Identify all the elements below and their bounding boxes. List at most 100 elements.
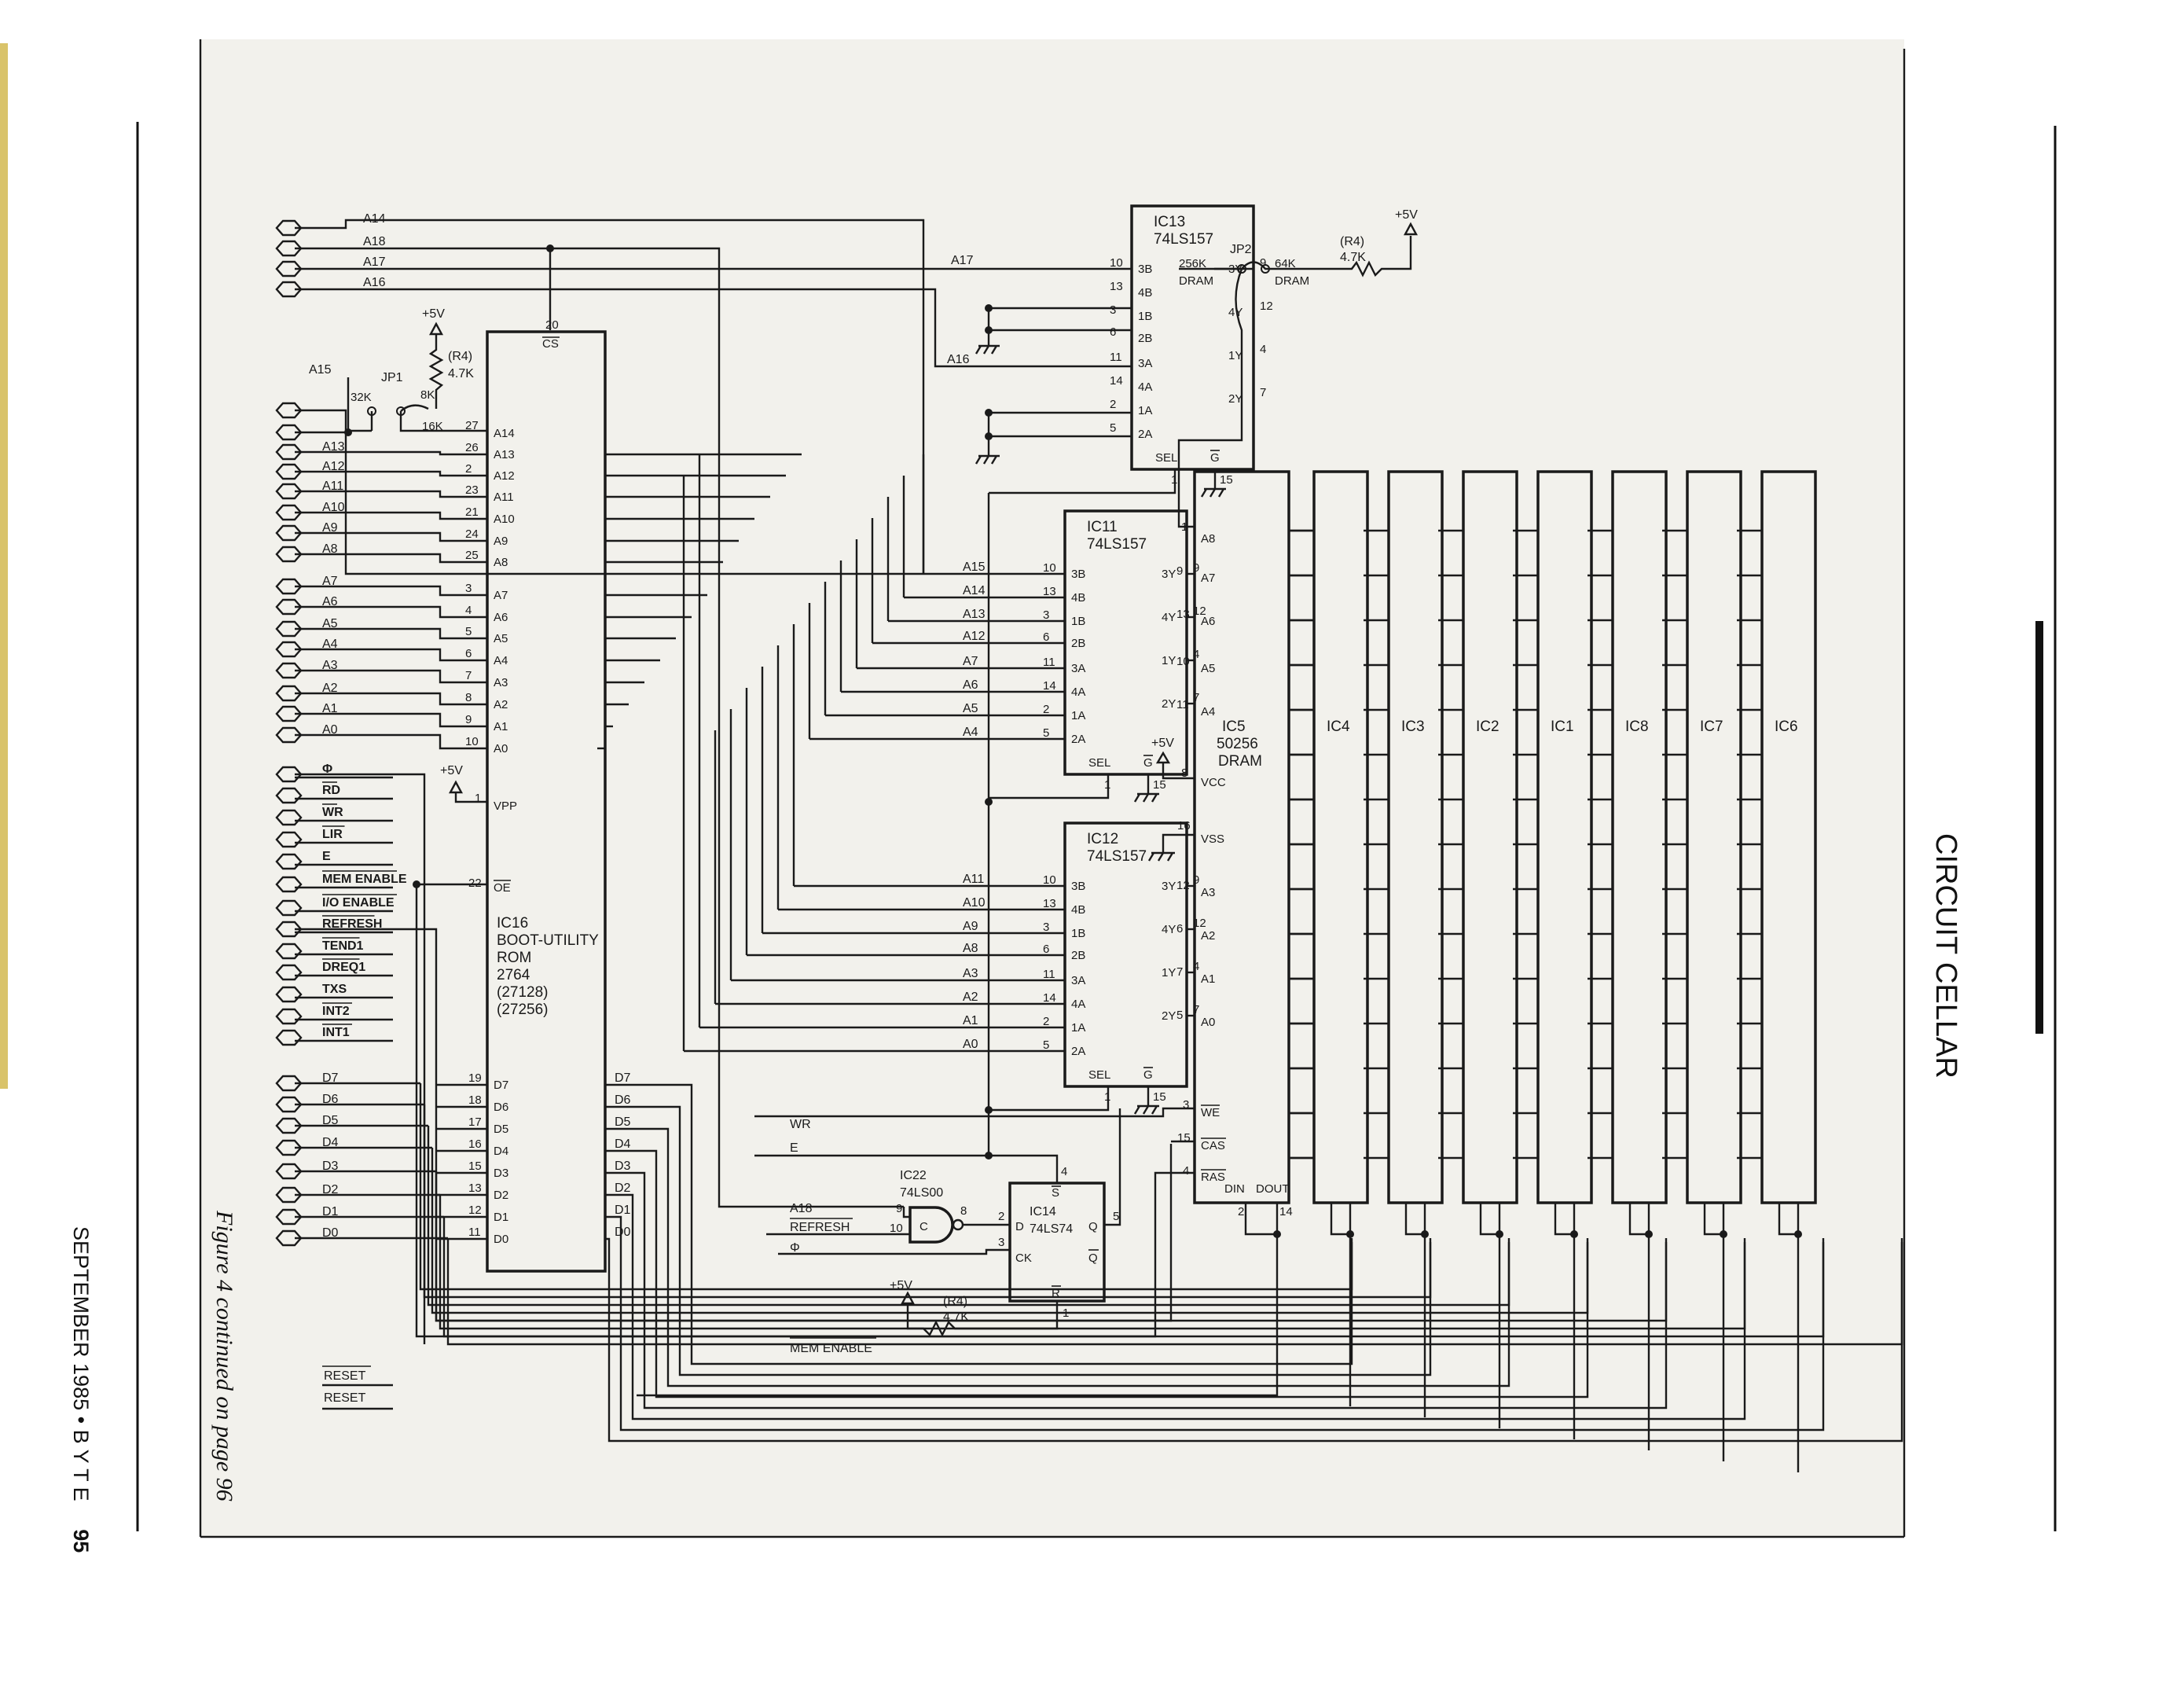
dram-label-IC1: IC1 [1551, 719, 1574, 735]
ic5-we: WE [1201, 1106, 1220, 1119]
ic14-d: D [1015, 1220, 1024, 1233]
ic13-part: 74LS157 [1154, 231, 1213, 248]
sel-node-1 [985, 798, 993, 806]
label-ctrl-0: Φ [322, 763, 332, 776]
ic11-in-1B: 1B [1071, 615, 1085, 628]
ic12-inpin-1: 13 [1043, 897, 1056, 910]
ic11-in-1A: 1A [1071, 709, 1085, 722]
ic12-dram-pin-0: 12 [1176, 879, 1190, 892]
dram-IC8-dio [1628, 1203, 1650, 1236]
wire-rom-A3 [295, 669, 487, 684]
ic11-inpin-3: 6 [1043, 630, 1049, 644]
ic13-in-2B: 2B [1138, 332, 1152, 345]
label-rom-A3: A3 [322, 659, 338, 672]
wire-rom-A1 [295, 712, 487, 728]
ic14-q-pin: 5 [1113, 1210, 1119, 1223]
wire-rom-A8 [295, 553, 487, 564]
label-rom-A8: A8 [322, 542, 338, 556]
ic11-out-2Y: 2Y [1162, 697, 1176, 711]
connector-addr-1 [275, 443, 303, 461]
ic22-out-pin: 8 [960, 1204, 967, 1218]
label-data-D3: D3 [322, 1160, 339, 1173]
dram-IC6-dio [1778, 1203, 1800, 1236]
label-e: E [790, 1141, 798, 1155]
ic13-in-a17: A17 [951, 254, 974, 267]
pin-rom-A8: 25 [465, 549, 479, 562]
ic13-tie-node-3 [985, 432, 993, 440]
ic5-a8-pin: 1 [1181, 520, 1187, 534]
ic11-inpin-2: 3 [1043, 608, 1049, 622]
jp1-16k: 16K [422, 420, 443, 433]
label-rom-A13: A13 [322, 440, 345, 454]
wire-mem-enable [415, 884, 1157, 1338]
pinname-rom-A13: A13 [494, 448, 515, 461]
figure-caption: Figure 4 continued on page 96 [211, 1211, 237, 1501]
wire-rom-dout-7 [605, 1237, 1903, 1443]
connector-data-2 [275, 1117, 303, 1134]
pinname-rom-A11: A11 [494, 491, 514, 504]
pin-rom-A13: 26 [465, 441, 479, 454]
ic13-name: IC13 [1154, 214, 1185, 230]
ic12-g: G [1143, 1068, 1153, 1082]
ic16-line-4: (27128) [497, 984, 549, 1001]
wire-ic5-data [637, 1234, 1279, 1397]
connector-ctrl-12 [275, 1029, 303, 1046]
ic11-inlabel-7: A4 [963, 726, 978, 739]
ic12-in-3B: 3B [1071, 880, 1085, 893]
ic11-dram-name-3: A4 [1201, 705, 1215, 719]
ic12-outpin-1: 12 [1193, 917, 1206, 930]
ic13-inpin-1: 13 [1110, 280, 1123, 293]
label-ctrl-11: INT2 [322, 1005, 350, 1018]
pin-rom-data-D1: 12 [468, 1204, 482, 1217]
r4-bottom-rail: +5V [890, 1279, 912, 1292]
ic14-r: R [1052, 1287, 1060, 1300]
multiplexers: IC1374LS1573B104B131B32B63A114A141A22A53… [682, 204, 1273, 1160]
ic5-a8: A8 [1201, 532, 1215, 546]
footer-line: SEPTEMBER 1985 • B Y T E 95 [68, 1226, 93, 1553]
pinname-rom-data-D4: D4 [494, 1145, 508, 1158]
ic5-dram: A8 1 IC5 50256 DRAM VCC 8 +5V VSS 16 WE … [637, 470, 1293, 1397]
label-data-D4: D4 [322, 1136, 339, 1149]
connector-ctrl-9 [275, 964, 303, 981]
wire-jp2 [1214, 236, 1412, 277]
wire-vpp [448, 780, 487, 803]
wire-rom-A6 [295, 605, 487, 619]
ic13-tie-node-0 [985, 304, 993, 312]
pin-rom-data-D2: 13 [468, 1182, 482, 1195]
ic13-inpin-0: 10 [1110, 256, 1123, 270]
ic13-g-gnd [1200, 469, 1226, 498]
ic5-dout-pin: 14 [1279, 1205, 1293, 1218]
jp2-r4-value: 4.7K [1340, 251, 1366, 264]
ic16-oe-pin: 22 [468, 877, 482, 890]
ic11-g-gnd [1133, 774, 1159, 803]
label-rom-A2: A2 [322, 682, 338, 695]
jp2-contact-b [1261, 264, 1270, 274]
wire-q [1104, 1108, 1121, 1226]
ic13-body [1130, 204, 1255, 471]
ic5-name: IC5 [1222, 719, 1246, 735]
dram-IC8 [1611, 470, 1668, 1204]
label-data-D0: D0 [322, 1226, 339, 1240]
jp1-pin-27: 27 [465, 419, 479, 432]
pinname-rom-A3: A3 [494, 676, 508, 689]
label-data-D1: D1 [322, 1205, 339, 1218]
ic12-dram-name-2: A1 [1201, 972, 1215, 986]
pin-rom-A5: 5 [465, 625, 472, 638]
pinname-rom-A6: A6 [494, 611, 508, 624]
wire-rom-dout-2 [605, 1127, 1510, 1387]
ic12-inpin-6: 2 [1043, 1015, 1049, 1028]
pinname-rom-data-D3: D3 [494, 1167, 508, 1180]
label-rom-A0: A0 [322, 723, 338, 737]
ic12-inlabel-2: A9 [963, 920, 978, 933]
connector-addr-10 [275, 641, 303, 658]
label-rom-dout-6: D1 [615, 1204, 631, 1217]
wire-jp1-b [348, 411, 373, 432]
ic16-line-3: 2764 [497, 967, 530, 983]
connector-ctrl-11 [275, 1008, 303, 1025]
connector-addr-0 [275, 424, 303, 441]
page-edge [0, 43, 8, 1089]
ic5-cas-pin: 15 [1177, 1131, 1191, 1145]
ic12-sel: SEL [1088, 1068, 1110, 1082]
label-rom-dout-0: D7 [615, 1071, 631, 1085]
